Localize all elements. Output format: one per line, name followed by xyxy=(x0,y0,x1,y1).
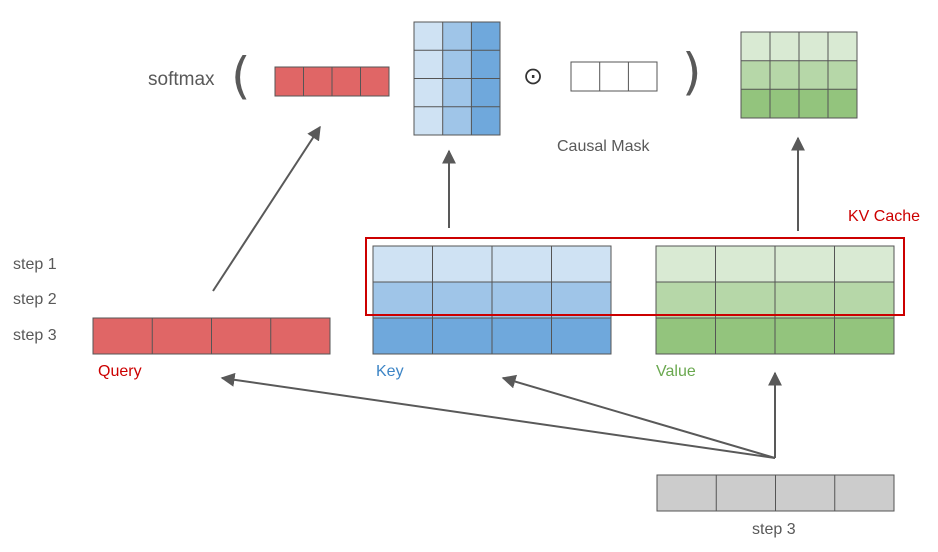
value-label: Value xyxy=(656,363,696,380)
paren-open: ( xyxy=(231,47,251,105)
arrow-input-to-key xyxy=(501,374,776,459)
causal-mask-label: Causal Mask xyxy=(557,138,650,155)
query-label: Query xyxy=(98,363,142,380)
key-label: Key xyxy=(376,363,404,380)
kv-cache-box xyxy=(365,237,905,316)
paren-close: ) xyxy=(682,43,702,101)
odot-operator: ⊙ xyxy=(523,62,544,90)
causal-mask-vector xyxy=(570,61,658,92)
step-1-label: step 1 xyxy=(13,256,57,273)
kv-cache-label: KV Cache xyxy=(848,208,921,225)
key-matrix xyxy=(372,245,612,355)
arrow-input-to-query xyxy=(220,372,776,459)
top-value-matrix xyxy=(740,31,858,119)
softmax-label: softmax xyxy=(148,69,215,90)
step-2-label: step 2 xyxy=(13,291,57,308)
top-key-transpose-matrix xyxy=(413,21,501,136)
input-step-label: step 3 xyxy=(752,521,796,538)
input-vector xyxy=(656,474,895,512)
step-3-label: step 3 xyxy=(13,327,57,344)
top-query-vector xyxy=(274,66,390,97)
query-vector xyxy=(92,317,331,355)
arrow-query-to-softmax xyxy=(212,125,321,292)
value-matrix xyxy=(655,245,895,355)
